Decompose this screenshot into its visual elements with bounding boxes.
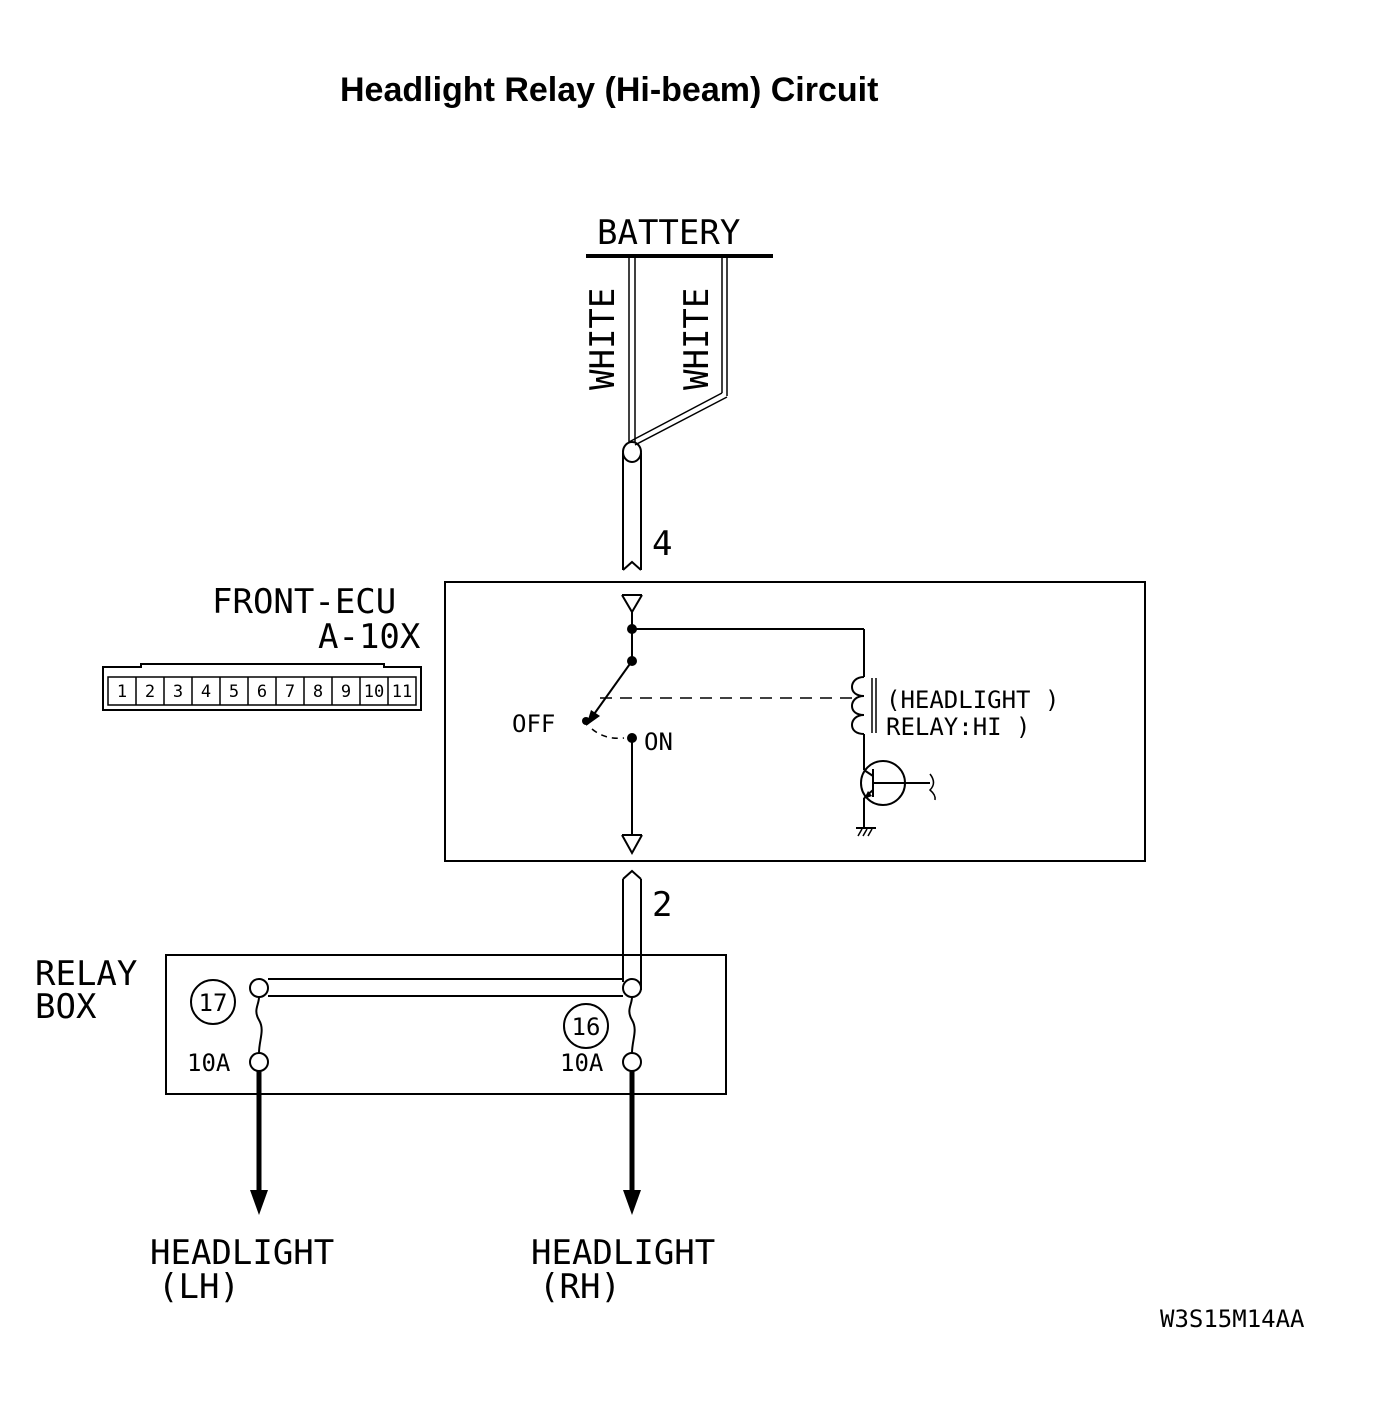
headlight-rh-label-line1: HEADLIGHT [531, 1233, 715, 1273]
splice-connector [622, 441, 642, 463]
relay-box-label-line1: RELAY [35, 954, 137, 994]
connector-pin-11: 11 [392, 682, 412, 702]
connector-pin-4: 4 [201, 682, 211, 702]
fuse-16 [622, 996, 642, 1072]
harness-number-lower: 2 [652, 885, 672, 925]
relay-label-line1: (HEADLIGHT ) [886, 686, 1059, 714]
harness-to-relay-box [622, 869, 642, 990]
fuse-right-number-badge [563, 1003, 609, 1049]
relay-box [165, 954, 727, 1095]
ground-icon [856, 827, 876, 837]
output-wire-left [250, 1071, 268, 1215]
output-wire-right [623, 1071, 641, 1215]
connector-pin-8: 8 [313, 682, 323, 702]
connector-pin-10: 10 [364, 682, 384, 702]
battery-label: BATTERY [597, 213, 740, 253]
driver-transistor [860, 760, 936, 828]
connector-pin-6: 6 [257, 682, 267, 702]
connector-pin-3: 3 [173, 682, 183, 702]
junction-dot [627, 624, 637, 634]
ecu-connector-code: A-10X [318, 617, 421, 657]
fuse-left-number-badge [190, 979, 236, 1025]
headlight-lh-label-line2: (LH) [158, 1267, 240, 1307]
harness-to-ecu [622, 453, 642, 571]
ecu-input-terminal [621, 594, 643, 614]
connector-pin-1: 1 [117, 682, 127, 702]
connector-pin-2: 2 [145, 682, 155, 702]
front-ecu-box [444, 581, 1146, 862]
switch-off-contact [582, 717, 590, 725]
headlight-rh-label-line2: (RH) [539, 1267, 621, 1307]
connector-pin-5: 5 [229, 682, 239, 702]
wire-right-color-label: WHITE [677, 288, 717, 390]
fuse-right-rating: 10A [560, 1049, 604, 1077]
headlight-lh-label-line1: HEADLIGHT [150, 1233, 334, 1273]
fuse-left-number: 17 [199, 989, 228, 1017]
fuse-right-number: 16 [572, 1013, 601, 1041]
relay-switch-blade [591, 660, 633, 718]
relay-box-bus-bar [268, 978, 623, 997]
relay-box-label-line2: BOX [35, 987, 97, 1027]
switch-off-label: OFF [512, 710, 555, 738]
battery-wires [628, 258, 728, 446]
ecu-output-terminal [621, 834, 643, 856]
switch-on-label: ON [644, 728, 673, 756]
relay-coil [850, 676, 877, 735]
fuse-17 [249, 996, 269, 1072]
connector-pin-9: 9 [341, 682, 351, 702]
figure-code: W3S15M14AA [1160, 1305, 1305, 1333]
connector-pin-7: 7 [285, 682, 295, 702]
ecu-name: FRONT-ECU [212, 582, 396, 622]
fuse-left-rating: 10A [187, 1049, 231, 1077]
wire-left-color-label: WHITE [583, 288, 623, 390]
harness-number-upper: 4 [652, 524, 672, 564]
diagram-title: Headlight Relay (Hi-beam) Circuit [340, 71, 878, 109]
relay-label-line2: RELAY:HI ) [886, 713, 1031, 741]
